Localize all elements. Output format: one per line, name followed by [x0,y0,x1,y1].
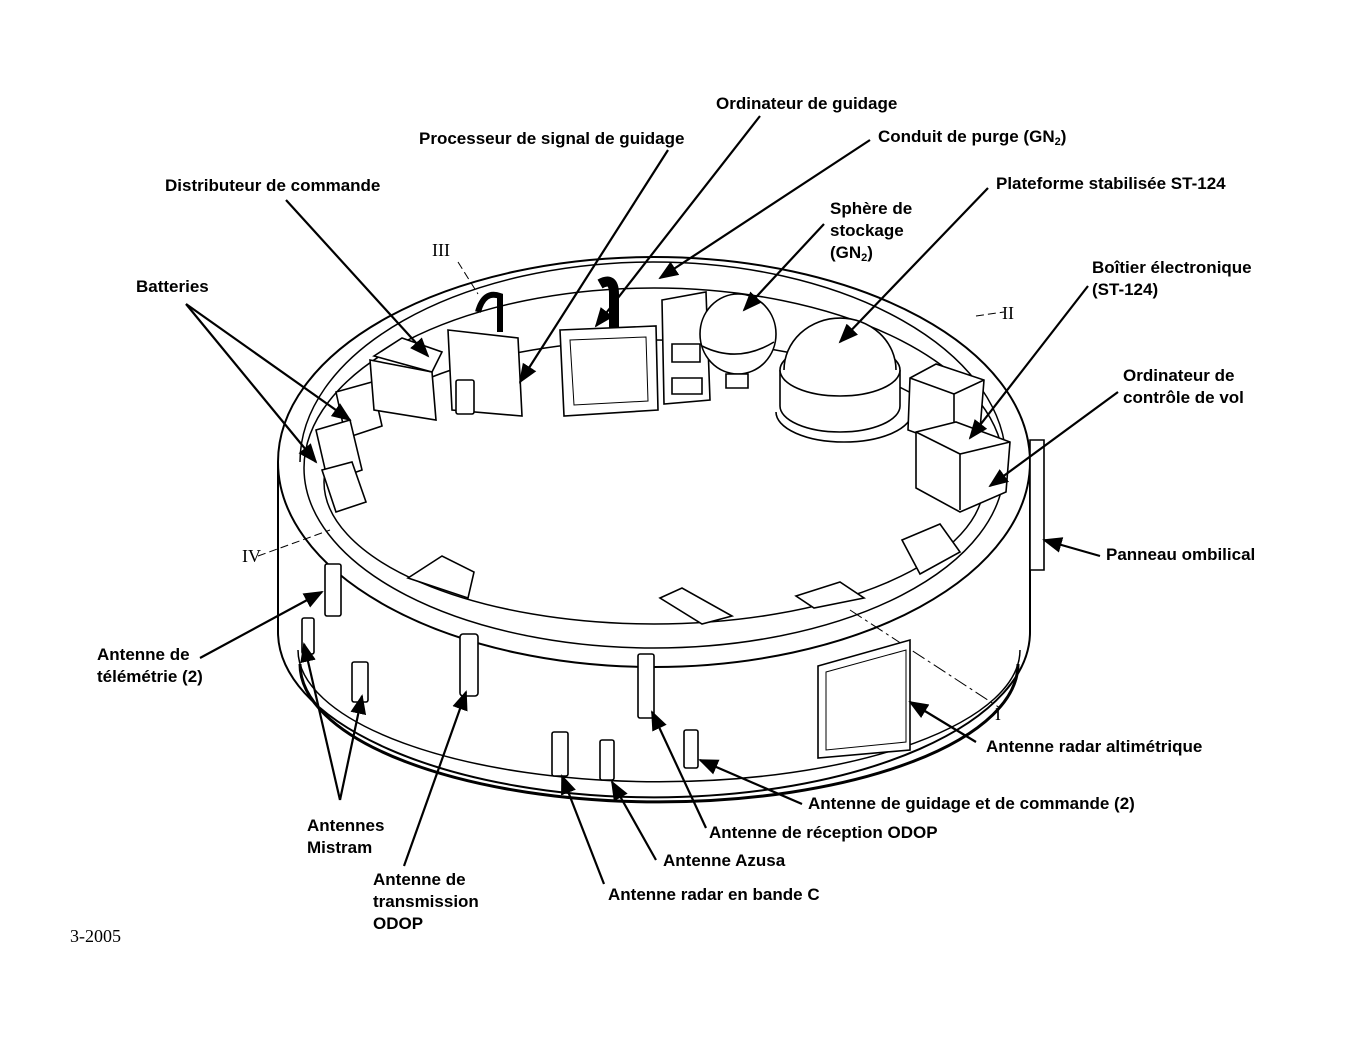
label-flight-control-line1: Ordinateur de [1123,366,1235,385]
label-st124-electronics-line1: Boîtier électronique [1092,258,1252,277]
label-odop-transmit-line3: ODOP [373,914,424,933]
label-mistram-line1: Antennes [307,816,385,835]
position-iv: IV [242,546,261,566]
exterior-antennas [302,440,1044,780]
radar-altimeter-antenna [818,640,910,758]
umbilical-panel [1030,440,1044,570]
label-odop-transmit-line2: transmission [373,892,479,911]
telemetry-antenna-2 [302,618,314,654]
label-purge-duct-text: Conduit de purge (GN [878,127,1055,146]
label-odop-transmit-line1: Antenne de [373,870,466,889]
position-i: I [995,704,1001,724]
label-batteries: Batteries [136,277,209,296]
odop-transmit-antenna [460,634,478,696]
control-distributor [370,360,436,420]
label-st124-platform: Plateforme stabilisée ST-124 [996,174,1226,193]
label-storage-sphere-line3-a: (GN [830,243,862,262]
label-c-band-radar-antenna: Antenne radar en bande C [608,885,820,904]
label-radar-altimeter-antenna: Antenne radar altimétrique [986,737,1203,756]
position-ii: II [1002,303,1014,323]
label-guidance-computer: Ordinateur de guidage [716,94,898,113]
label-odop-transmit-antenna: Antenne de transmission ODOP [373,869,479,935]
odop-receive-antenna [638,654,654,718]
label-st124-electronics-box: Boîtier électronique (ST-124) [1092,257,1252,301]
label-flight-control-line2: contrôle de vol [1123,388,1244,407]
label-guidance-signal-processor: Processeur de signal de guidage [419,129,685,148]
ring-outer-skin [278,462,1030,797]
ring-inner-back [300,262,1006,462]
label-azusa-antenna: Antenne Azusa [663,851,786,870]
label-storage-sphere-line1: Sphère de [830,199,913,218]
label-purge-duct-end: ) [1060,127,1067,146]
label-odop-receive-antenna: Antenne de réception ODOP [709,823,938,842]
label-guidance-command-antenna: Antenne de guidage et de commande (2) [808,794,1135,813]
label-telemetry-line1: Antenne de [97,645,190,664]
purge-duct [478,295,500,332]
azusa-antenna [600,740,614,780]
guidance-computer [560,326,658,416]
label-mistram-antennas: Antennes Mistram [307,815,384,859]
label-telemetry-line2: télémétrie (2) [97,667,203,686]
label-storage-sphere: Sphère de stockage (GN2) [830,198,912,269]
label-flight-control-computer: Ordinateur de contrôle de vol [1123,365,1244,409]
telemetry-antenna-1 [325,564,341,616]
label-mistram-line2: Mistram [307,838,373,857]
st124-platform-dome [784,318,896,370]
label-st124-electronics-line2: (ST-124) [1092,280,1159,299]
ring-bottom-band [298,650,1020,782]
figure-number: 3-2005 [70,926,121,946]
leader-lines [186,116,1118,884]
label-control-distributor: Distributeur de commande [165,176,381,195]
guidance-command-antenna [684,730,698,768]
mistram-antenna [352,662,368,702]
gn2-storage-sphere [700,294,776,374]
c-band-antenna [552,732,568,776]
label-storage-sphere-line3-b: ) [867,243,873,262]
label-storage-sphere-line3: (GN2) [830,242,912,269]
position-iii: III [432,240,450,260]
label-purge-duct-sub: 2 [1054,136,1061,148]
label-umbilical-panel: Panneau ombilical [1106,545,1256,564]
internal-components [316,282,1010,624]
label-purge-duct: Conduit de purge (GN2) [878,126,1066,153]
label-telemetry-antenna: Antenne de télémétrie (2) [97,644,203,688]
ring-bottom-edge [300,664,1018,802]
label-storage-sphere-line3-sub: 2 [861,252,868,264]
label-storage-sphere-line2: stockage [830,221,904,240]
